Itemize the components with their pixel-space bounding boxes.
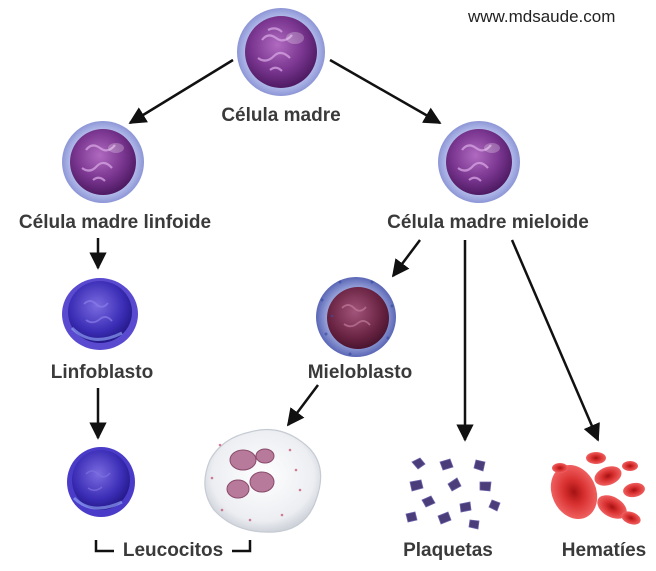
label-red-blood-cells: Hematíes <box>562 540 647 561</box>
label-stem-cell: Célula madre <box>221 105 340 126</box>
label-platelets: Plaquetas <box>403 540 493 561</box>
myeloblast-image <box>316 277 396 357</box>
lymphoblast-image <box>62 278 138 350</box>
label-leukocytes: Leucocitos <box>123 540 223 561</box>
arrows <box>89 58 600 442</box>
red-blood-cells-image <box>550 452 645 525</box>
myeloid-stem-cell-image <box>438 121 520 203</box>
label-myeloid-stem-cell: Célula madre mieloide <box>387 212 589 233</box>
label-lymphoid-stem-cell: Célula madre linfoide <box>19 212 211 233</box>
leukocytes-bracket <box>94 540 252 553</box>
arrow-stem-to-lymphoid <box>128 58 234 125</box>
lymphoid-stem-cell-image <box>62 121 144 203</box>
stem-cell-image <box>237 8 325 96</box>
arrow-myeloid-to-myeloblast <box>391 239 421 278</box>
platelets-image <box>405 457 501 530</box>
neutrophil-image <box>204 429 322 533</box>
arrow-myeloblast-to-neutrophil <box>286 384 319 427</box>
label-lymphoblast: Linfoblasto <box>51 362 153 383</box>
arrow-stem-to-myeloid <box>329 58 442 125</box>
arrow-myeloid-to-rbc <box>510 239 600 442</box>
label-myeloblast: Mieloblasto <box>308 362 413 383</box>
watermark-text: www.mdsaude.com <box>467 7 615 26</box>
lymphocyte-image <box>67 447 135 517</box>
